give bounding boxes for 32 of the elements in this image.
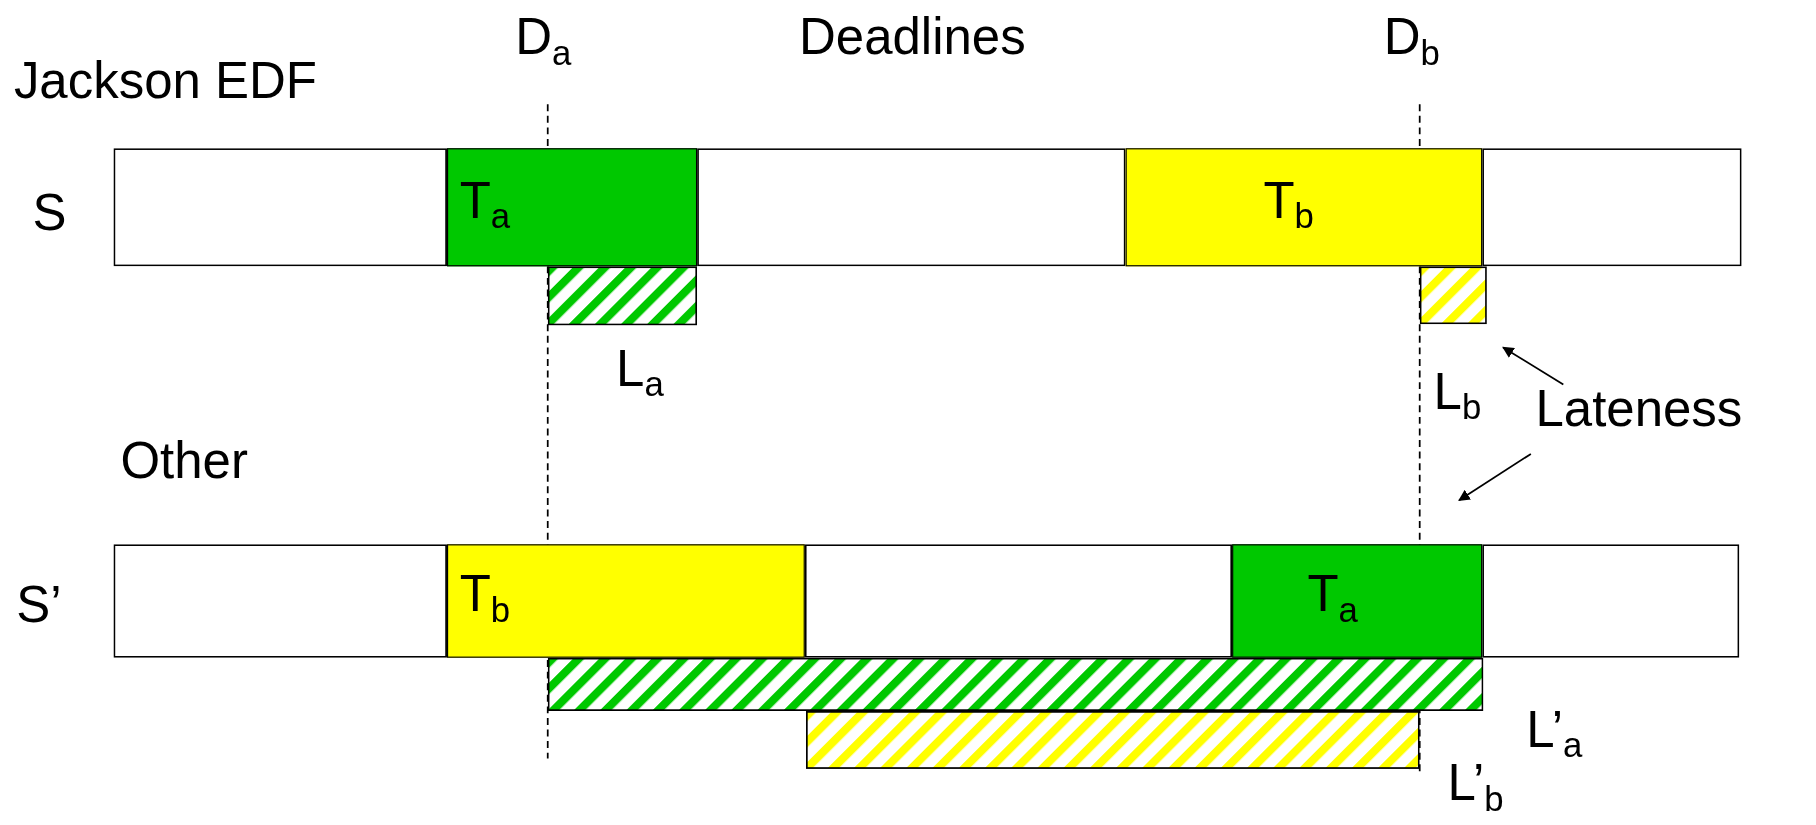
text-label: Other: [120, 435, 248, 487]
task-label: T$_{a}$: [459, 174, 511, 234]
text-label: Deadlines: [799, 11, 1026, 63]
task-label: T$_{a}$: [1307, 568, 1358, 628]
timeline-segment: [697, 148, 1126, 267]
text-label: D$_{b}$: [1383, 11, 1440, 71]
task-block: [447, 148, 698, 267]
task-label: T$_{b}$: [459, 568, 511, 628]
task-block: [1125, 148, 1483, 267]
lateness-bar: [1419, 266, 1487, 325]
text-label: L’$_{a}$: [1526, 704, 1583, 764]
task-block: [447, 544, 805, 658]
text-label: L’$_{b}$: [1447, 757, 1504, 817]
text-label: D$_{a}$: [515, 11, 572, 71]
task-block: [1232, 544, 1483, 658]
text-label: L$_{a}$: [616, 342, 664, 402]
lateness-bar: [805, 711, 1420, 769]
lateness-bar: [547, 657, 1484, 711]
callout-text: Lateness: [1535, 379, 1743, 438]
text-label: Jackson EDF: [13, 55, 317, 107]
arrow: [1458, 453, 1532, 502]
timeline-segment: [113, 148, 447, 267]
timeline-segment: [1482, 148, 1742, 267]
timeline-segment: [804, 544, 1233, 658]
task-label: T$_{b}$: [1263, 174, 1314, 234]
text-label: S: [32, 187, 67, 239]
timeline-segment: [1482, 544, 1740, 658]
arrow: [1502, 346, 1565, 386]
timeline-segment: [113, 544, 447, 658]
text-label: S’: [16, 579, 62, 630]
lateness-bar: [547, 266, 698, 326]
text-label: L$_{b}$: [1433, 365, 1482, 425]
